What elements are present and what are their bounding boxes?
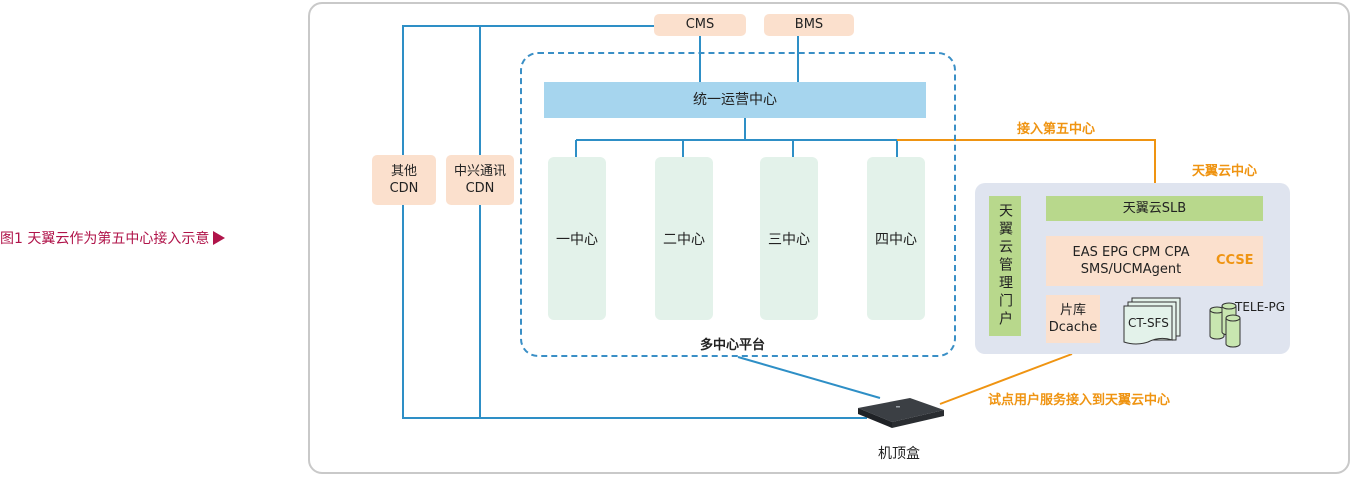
ops-center-label: 统一运营中心 xyxy=(693,92,777,108)
tianyi-portal: 天翼云管理门户 xyxy=(989,196,1021,336)
library-box: 片库 Dcache xyxy=(1046,295,1100,343)
ct-sfs-label: CT-SFS xyxy=(1128,316,1169,330)
library-line1: 片库 xyxy=(1059,303,1086,318)
ops-center-box: 统一运营中心 xyxy=(544,82,926,118)
ccse-tag: CCSE xyxy=(1216,253,1254,268)
fifth-center-link xyxy=(897,139,1156,183)
tianyi-portal-label: 天翼云管理门户 xyxy=(997,203,1013,329)
cms-box: CMS xyxy=(654,14,746,36)
diagram-frame xyxy=(308,2,1350,474)
center-3: 三中心 xyxy=(760,157,818,320)
set-top-box-icon xyxy=(858,398,944,428)
center-3-label: 三中心 xyxy=(768,231,810,248)
zte-cdn-link xyxy=(479,25,654,418)
platform-stb-link xyxy=(737,356,881,399)
other-cdn-line1: 其他 xyxy=(390,164,417,179)
ct-sfs-icon xyxy=(1123,297,1181,345)
bms-box: BMS xyxy=(764,14,854,36)
center-4: 四中心 xyxy=(867,157,925,320)
center-2: 二中心 xyxy=(655,157,713,320)
trial-label: 试点用户服务接入到天翼云中心 xyxy=(988,393,1171,408)
center-2-label: 二中心 xyxy=(663,231,705,248)
platform-label: 多中心平台 xyxy=(700,338,766,353)
tele-pg-label: TELE-PG xyxy=(1235,300,1286,314)
library-line2: Dcache xyxy=(1048,320,1098,335)
ccse-box: EAS EPG CPM CPA SMS/UCMAgent CCSE xyxy=(1046,236,1263,286)
tianyi-title: 天翼云中心 xyxy=(1192,164,1258,179)
zte-cdn-line2: CDN xyxy=(465,181,495,196)
center-1: 一中心 xyxy=(548,157,606,320)
stb-label: 机顶盒 xyxy=(878,446,920,462)
caption-text: 图1 天翼云作为第五中心接入示意 xyxy=(0,231,210,247)
play-arrow-icon xyxy=(213,231,226,245)
ccse-line1: EAS EPG CPM CPA xyxy=(1072,245,1190,260)
tianyi-slb: 天翼云SLB xyxy=(1046,196,1263,221)
ccse-line2: SMS/UCMAgent xyxy=(1080,262,1182,277)
zte-cdn-box: 中兴通讯 CDN xyxy=(446,155,514,205)
center-1-label: 一中心 xyxy=(556,231,598,248)
center-4-label: 四中心 xyxy=(875,231,917,248)
other-cdn-box: 其他 CDN xyxy=(372,155,436,205)
database-icon xyxy=(1209,302,1241,348)
tianyi-slb-label: 天翼云SLB xyxy=(1122,201,1187,216)
multi-center-platform xyxy=(520,52,956,357)
zte-cdn-line1: 中兴通讯 xyxy=(453,164,506,179)
bms-label: BMS xyxy=(794,17,824,32)
figure-caption: 图1 天翼云作为第五中心接入示意 xyxy=(0,228,300,248)
trial-link xyxy=(939,353,1073,405)
fifth-center-label: 接入第五中心 xyxy=(1017,122,1096,137)
other-cdn-line2: CDN xyxy=(389,181,419,196)
cms-label: CMS xyxy=(685,17,715,32)
